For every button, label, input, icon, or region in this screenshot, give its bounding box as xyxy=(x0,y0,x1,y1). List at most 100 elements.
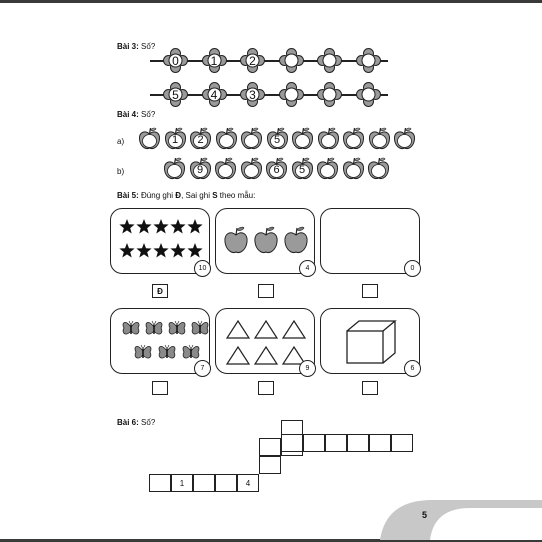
triangle-icon xyxy=(281,319,307,339)
flower-number-slot[interactable]: 5 xyxy=(163,82,188,107)
number-cell[interactable] xyxy=(215,474,237,492)
slot-number: 5 xyxy=(172,87,179,102)
count-badge: 10 xyxy=(194,260,211,277)
number-cell[interactable] xyxy=(369,434,391,452)
flower-number-slot[interactable]: 1 xyxy=(201,48,227,73)
apple-number-slot[interactable] xyxy=(341,156,366,181)
number-cell[interactable] xyxy=(259,456,281,474)
answer-box[interactable] xyxy=(152,381,168,395)
apple-number-slot[interactable] xyxy=(239,156,264,181)
cube-art xyxy=(346,320,397,364)
apples-art xyxy=(224,226,308,253)
slot-number xyxy=(315,159,340,181)
triangles-art xyxy=(225,319,307,365)
butterfly-icon xyxy=(191,320,209,335)
count-badge: 6 xyxy=(404,360,421,377)
slot-number xyxy=(356,48,381,73)
slot-number xyxy=(213,159,238,181)
apple-number-slot[interactable] xyxy=(239,126,264,151)
apple-number-slot[interactable]: 5 xyxy=(265,126,290,151)
apple-number-slot[interactable] xyxy=(162,156,187,181)
star-icon xyxy=(170,219,186,234)
slot-number: 5 xyxy=(273,133,281,146)
cube-icon xyxy=(346,320,397,364)
flower-number-slot[interactable]: 0 xyxy=(163,48,188,73)
apple-icon xyxy=(284,226,308,253)
apple-number-slot[interactable] xyxy=(316,126,341,151)
answer-box[interactable] xyxy=(362,284,378,298)
apple-number-slot[interactable]: 5 xyxy=(290,156,315,181)
apple-number-slot[interactable] xyxy=(341,126,366,151)
answer-box[interactable] xyxy=(258,284,274,298)
apple-number-slot[interactable] xyxy=(137,126,162,151)
apple-number-slot[interactable] xyxy=(367,126,392,151)
apple-number-slot[interactable]: 6 xyxy=(264,156,289,181)
number-line-2 xyxy=(150,94,388,96)
picture-card-triangles: 9 xyxy=(215,308,316,377)
apple-number-slot[interactable] xyxy=(290,126,315,151)
number-cell[interactable]: 4 xyxy=(237,474,259,492)
count-badge: 4 xyxy=(299,260,316,277)
slot-number xyxy=(341,159,366,181)
apple-icon xyxy=(224,226,248,253)
apple-number-slot[interactable]: 1 xyxy=(163,126,188,151)
flower-number-slot[interactable] xyxy=(278,82,304,107)
apple-number-slot[interactable]: 2 xyxy=(188,126,213,151)
top-border xyxy=(0,0,542,3)
apple-number-slot[interactable] xyxy=(366,156,391,181)
number-cell[interactable] xyxy=(281,434,303,452)
number-line-1 xyxy=(150,60,388,62)
count-badge: 9 xyxy=(299,360,316,377)
apple-number-slot[interactable] xyxy=(214,126,239,151)
star-icon xyxy=(153,243,169,258)
flower-number-slot[interactable] xyxy=(355,48,381,73)
picture-card-cube: 6 xyxy=(320,308,421,377)
slot-number xyxy=(290,129,315,151)
flower-number-slot[interactable]: 4 xyxy=(201,82,227,107)
number-cell[interactable] xyxy=(303,434,325,452)
picture-card-empty: 0 xyxy=(320,208,421,277)
flower-number-slot[interactable]: 2 xyxy=(240,48,265,73)
butterfly-icon xyxy=(145,320,163,335)
answer-box[interactable]: Đ xyxy=(152,284,168,298)
exercise-3-heading: Bài 3: Số? xyxy=(117,42,155,51)
star-icon xyxy=(187,243,203,258)
flower-number-slot[interactable] xyxy=(278,48,304,73)
row-a-label: a) xyxy=(117,137,125,146)
flower-number-slot[interactable] xyxy=(317,48,342,73)
number-cell[interactable] xyxy=(193,474,215,492)
flower-number-slot[interactable] xyxy=(317,82,342,107)
answer-box[interactable] xyxy=(258,381,274,395)
slot-number xyxy=(279,48,304,73)
triangle-icon xyxy=(281,345,307,365)
number-cell[interactable] xyxy=(325,434,347,452)
slot-number xyxy=(239,159,264,181)
apple-number-slot[interactable] xyxy=(213,156,238,181)
star-icon xyxy=(119,219,135,234)
bottom-border xyxy=(0,539,542,542)
slot-number: 1 xyxy=(210,53,218,68)
flower-number-slot[interactable]: 3 xyxy=(240,82,265,107)
number-cell[interactable] xyxy=(259,438,281,456)
number-cell[interactable] xyxy=(347,434,369,452)
apple-number-slot[interactable] xyxy=(392,126,417,151)
exercise-4-prompt: Số? xyxy=(141,110,156,119)
apple-number-slot[interactable] xyxy=(315,156,340,181)
row-b-label: b) xyxy=(117,167,125,176)
slot-number: 9 xyxy=(196,163,204,176)
exercise-4-label: Bài 4: xyxy=(117,110,139,119)
apple-number-slot[interactable]: 9 xyxy=(188,156,213,181)
number-cell[interactable] xyxy=(149,474,171,492)
page-number: 5 xyxy=(422,510,428,520)
exercise-5-prompt-middle: , Sai ghi xyxy=(181,191,213,200)
picture-card-butterflies: 7 xyxy=(110,308,211,377)
butterfly-icon xyxy=(122,320,140,335)
number-cell[interactable] xyxy=(391,434,413,452)
count-badge: 7 xyxy=(194,360,211,377)
flower-number-slot[interactable] xyxy=(355,82,381,107)
answer-box[interactable] xyxy=(362,381,378,395)
number-cell[interactable]: 1 xyxy=(171,474,193,492)
butterfly-icon xyxy=(134,344,152,359)
exercise-5-label: Bài 5: xyxy=(117,191,139,200)
exercise-3-label: Bài 3: xyxy=(117,42,139,51)
